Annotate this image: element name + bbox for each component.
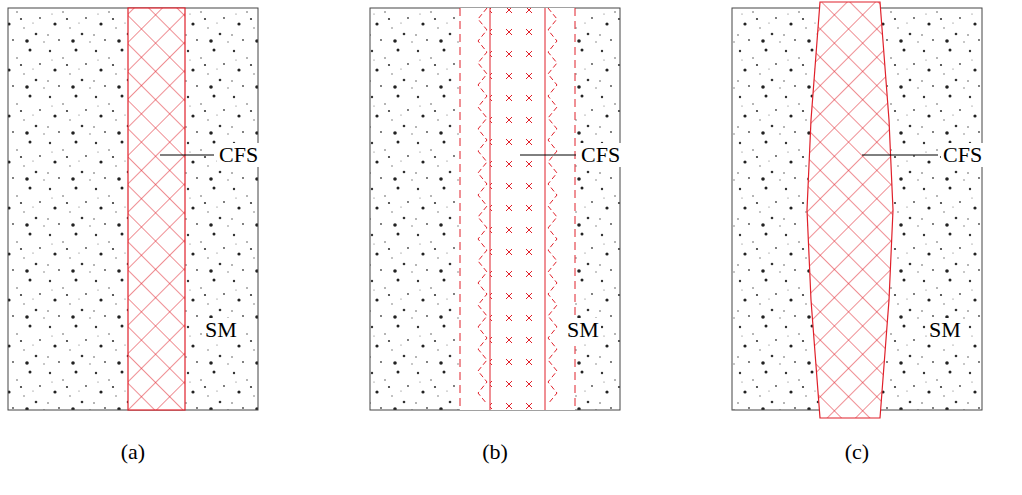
material-label: CFS	[941, 143, 984, 167]
material-label: CFS	[217, 143, 260, 167]
matrix-label: SM	[565, 318, 601, 342]
material-label: CFS	[579, 143, 622, 167]
matrix-label: SM	[927, 318, 963, 342]
panel-caption: (a)	[119, 440, 147, 464]
panel-caption: (c)	[843, 440, 871, 464]
panel-caption: (b)	[480, 440, 510, 464]
matrix-label: SM	[203, 318, 239, 342]
